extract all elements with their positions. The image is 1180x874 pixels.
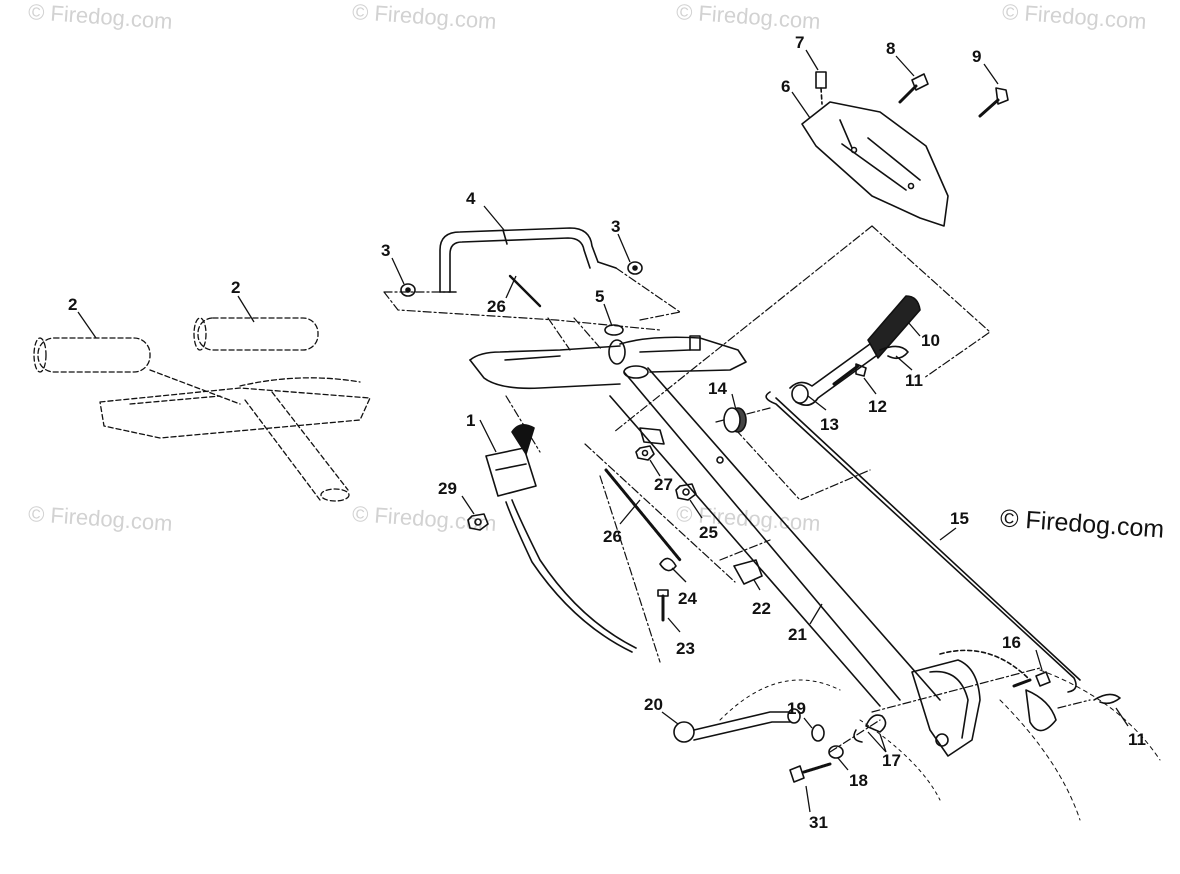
callout-31: 31 [809,813,828,832]
callout-3: 3 [611,217,620,236]
callout-17: 17 [882,751,901,770]
callout-12: 12 [868,397,887,416]
nut-27 [635,445,655,461]
lock-washer-18 [828,745,844,759]
callout-5: 5 [595,287,604,306]
pivot-bracket [911,649,1057,757]
callout-1: 1 [466,411,475,430]
callout-22: 22 [752,599,771,618]
callout-7: 7 [795,33,804,52]
callout-labels: 1 2 2 3 3 4 5 6 7 8 9 10 11 11 12 13 14 … [68,33,1146,832]
callout-26: 26 [603,527,622,546]
callout-29: 29 [438,479,457,498]
callout-6: 6 [781,77,790,96]
cable-clip-22 [733,559,763,585]
callout-21: 21 [788,625,807,644]
callout-18: 18 [849,771,868,790]
handle-tray [469,335,747,390]
upper-handle [439,227,617,293]
screw-8 [898,73,929,104]
hole [716,456,724,464]
callout-23: 23 [676,639,695,658]
callout-9: 9 [972,47,981,66]
callout-2: 2 [68,295,77,314]
control-cable-upper [508,274,542,308]
bolt-16 [1012,671,1051,688]
callout-24: 24 [678,589,697,608]
screw-12 [832,363,867,386]
spacer-14 [723,407,747,433]
spring-31 [789,762,832,783]
callout-19: 19 [787,699,806,718]
callout-3: 3 [381,241,390,260]
callout-26: 26 [487,297,506,316]
callout-27: 27 [654,475,673,494]
callout-13: 13 [820,415,839,434]
alternate-handle-ghost [33,317,371,502]
callout-16: 16 [1002,633,1021,652]
callout-20: 20 [644,695,663,714]
callout-14: 14 [708,379,727,398]
callout-2: 2 [231,278,240,297]
callout-4: 4 [466,189,476,208]
cable-tie-24 [659,557,677,572]
nut-29 [467,513,489,531]
nut-25 [675,483,697,501]
bolt-9 [978,87,1009,118]
control-cable-lower [604,468,682,562]
callout-25: 25 [699,523,718,542]
handle-adjust-lever [673,679,941,801]
hairpin-clip-11-lower [1093,693,1121,705]
callout-11: 11 [905,371,923,390]
control-lever [485,424,637,653]
spacer-7 [815,71,827,105]
callout-11: 11 [1128,730,1146,749]
screw-23 [657,589,669,622]
washer-3-left [400,283,416,297]
hairpin-clip-11 [879,345,909,360]
callout-8: 8 [886,39,895,58]
lower-handle-tube [609,365,941,707]
washer-19 [811,724,825,742]
cable-guide [639,427,665,445]
leader-lines [77,49,1129,813]
shift-rod [765,391,1081,693]
callout-10: 10 [921,331,940,350]
shift-lever [789,295,921,406]
handle-bracket [801,101,949,227]
callout-15: 15 [950,509,969,528]
wing-nut-17 [853,714,887,743]
